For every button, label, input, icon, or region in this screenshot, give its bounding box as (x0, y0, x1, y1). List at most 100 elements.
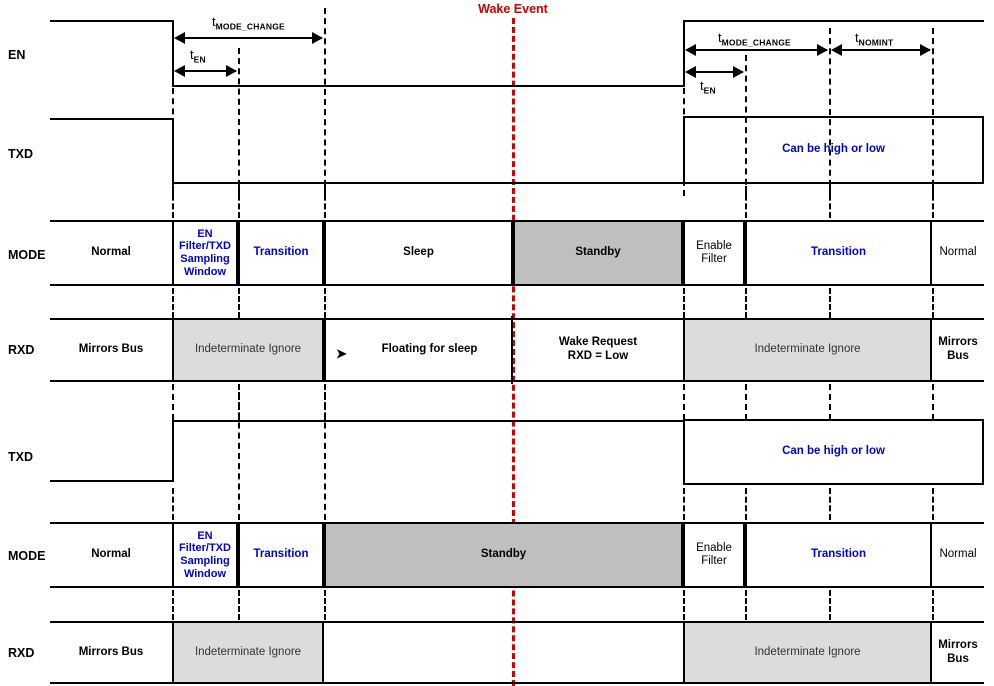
rxd-top-label-4: Indeterminate Ignore (754, 343, 861, 356)
tick-dash-683-r6 (683, 590, 685, 620)
en-low-level (172, 85, 685, 87)
timing-label-ten-right: tEN (700, 78, 716, 96)
mode-top-cell-standby: Standby (513, 220, 683, 286)
guide-ten-left (238, 48, 240, 196)
txd-top-high-left (50, 118, 174, 120)
tick-dash-829-r3 (829, 288, 831, 318)
arrowhead-right-tmodechange-left (312, 32, 323, 44)
timing-label-tmodechange-left: tMODE_CHANGE (212, 14, 285, 32)
txd-bottom-high-label: Can be high or low (782, 445, 885, 458)
tick-dash-932-r6 (932, 590, 934, 620)
tick-dash-172-r4 (172, 384, 174, 420)
mode-top-cell-transition-1: Transition (238, 220, 324, 286)
tick-dash-745-r6 (745, 590, 747, 620)
guide-tmodechange-left (324, 8, 326, 196)
timing-label-tmodechange-right: tMODE_CHANGE (718, 30, 791, 48)
mode-top-label-2: Transition (253, 246, 309, 259)
en-falling-edge (172, 20, 174, 87)
mode-top-label-7: Normal (939, 246, 977, 259)
arrow-tnomint (833, 49, 930, 51)
tick-dash-238-r6 (238, 590, 240, 620)
tick-dash-683-r3 (683, 288, 685, 318)
rxd-bottom-cell-mirrors-bus: Mirrors Bus (50, 621, 172, 684)
arrowhead-left-ten-left (174, 65, 185, 77)
arrow-ten-right (687, 71, 743, 73)
txd-bottom-high-box: Can be high or low (683, 419, 984, 485)
rxd-top-label-0: Mirrors Bus (78, 343, 144, 356)
arrowhead-right-ten-left (226, 65, 237, 77)
guide-324-r5 (324, 392, 326, 520)
tick-dash-238-r3 (238, 288, 240, 318)
tick-dash-829-r4 (829, 384, 831, 420)
row-label-mode-top: MODE (8, 248, 46, 262)
guide-829-r5 (829, 488, 831, 520)
mode-bottom-cell-standby: Standby (324, 522, 683, 588)
txd-top-falling-edge (172, 118, 174, 184)
tick-dash-324-r2 (324, 186, 326, 218)
tick-dash-745-r4 (745, 384, 747, 420)
mode-top-label-4: Standby (575, 246, 621, 259)
arrow-ten-left (176, 70, 236, 72)
mode-top-label-6: Transition (811, 246, 866, 259)
tick-dash-172-r2 (172, 186, 174, 218)
guide-tnomint-right (932, 28, 934, 196)
tick-dash-238-r2 (238, 186, 240, 218)
en-high-right (683, 20, 984, 22)
row-label-en: EN (8, 48, 26, 62)
rxd-bottom-label-1: Indeterminate Ignore (194, 645, 302, 658)
tick-dash-932-r2 (932, 186, 934, 218)
mode-top-label-3: Sleep (403, 246, 434, 259)
rxd-bottom-cell-indeterminate-1: Indeterminate Ignore (172, 621, 324, 684)
mode-bottom-label-3: Standby (480, 548, 527, 561)
mode-bottom-label-2: Transition (253, 548, 309, 561)
txd-top-high-box: Can be high or low (683, 116, 984, 184)
arrowhead-left-tnomint (831, 44, 842, 56)
row-label-txd-bottom: TXD (8, 450, 33, 464)
rxd-top-label-1: Indeterminate Ignore (194, 343, 302, 356)
row-label-mode-bottom: MODE (8, 549, 46, 563)
wake-event-line (512, 18, 515, 686)
arrowhead-right-tnomint (920, 44, 931, 56)
tick-dash-683-r4 (683, 384, 685, 420)
mode-bottom-cell-normal-2: Normal (932, 522, 984, 588)
tick-dash-745-r3 (745, 288, 747, 318)
mode-top-cell-normal: Normal (50, 220, 172, 286)
row-label-rxd-bottom: RXD (8, 646, 35, 660)
mode-bottom-label-0: Normal (91, 548, 131, 561)
arrowhead-right-ten-right (733, 66, 744, 78)
txd-bottom-rising-edge (172, 420, 174, 482)
tick-dash-829-r2 (829, 186, 831, 218)
wake-event-label: Wake Event (478, 2, 548, 16)
txd-bottom-high-level (172, 420, 685, 422)
rxd-bottom-cell-gap (324, 621, 683, 684)
arrowhead-left-tmodechange-left (174, 32, 185, 44)
guide-932-r5 (932, 488, 934, 520)
guide-238-r5 (238, 392, 240, 520)
rxd-top-sleep-boundary (511, 316, 513, 384)
tick-dash-172-r3 (172, 288, 174, 318)
mode-top-label-0: Normal (91, 246, 131, 259)
en-rising-edge (683, 20, 685, 87)
arrowhead-left-ten-right (685, 66, 696, 78)
rxd-top-cell-indeterminate-2: Indeterminate Ignore (683, 318, 932, 382)
guide-745-r5 (745, 488, 747, 520)
rxd-top-cell-indeterminate-1: Indeterminate Ignore (172, 318, 324, 382)
tick-dash-172-r6 (172, 590, 174, 620)
rxd-bottom-label-0: Mirrors Bus (78, 645, 144, 658)
timing-label-tnomint: tNOMINT (855, 30, 894, 48)
mode-bottom-label-6: Normal (939, 548, 977, 561)
arrow-tmodechange-right (687, 49, 827, 51)
guide-683-r5 (683, 488, 685, 520)
